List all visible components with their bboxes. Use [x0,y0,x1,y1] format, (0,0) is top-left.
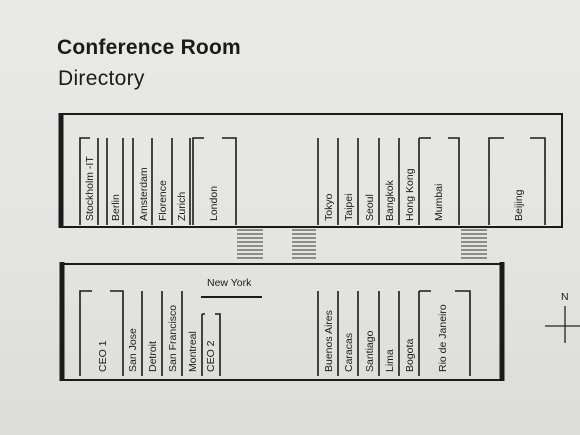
room-label-detroit: Detroit [147,341,159,372]
room-label-montreal: Montreal [187,331,199,372]
room-buenosaires-caracas-outline [317,291,359,376]
room-mumbai-outline [419,137,460,225]
room-label-rio-de-janeiro: Rio de Janeiro [437,304,449,372]
room-tokyo-taipei-outline [317,138,359,225]
room-florence-zurich-outline [171,138,191,225]
lower-room-labels: CEO 1 San Jose Detroit San Francisco Mon… [97,277,449,372]
room-label-zurich: Zurich [176,192,188,221]
room-label-taipei: Taipei [343,194,355,221]
room-beijing-outline [488,137,546,225]
room-label-lima: Lima [384,349,396,372]
room-sanjose-detroit-outline [141,291,183,376]
compass-icon: N [545,291,580,343]
room-label-beijing: Beijing [513,189,525,221]
room-label-bogota: Bogota [404,339,416,372]
room-label-stockholm: Stockholm -IT [84,156,96,221]
room-label-buenos-aires: Buenos Aires [323,310,335,372]
room-berlin-outline [106,138,124,225]
directory-title: Conference Room [57,36,241,59]
room-stockholm-outline [79,137,99,225]
room-rio-outline [419,290,471,376]
stair-left [237,229,263,259]
compass-north-label: N [561,291,569,303]
room-label-san-jose: San Jose [127,328,139,372]
room-label-amsterdam: Amsterdam [138,167,150,221]
room-label-bangkok: Bangkok [384,179,396,221]
upper-room-labels: Stockholm -IT Berlin Amsterdam Florence … [84,156,525,221]
room-london-outline [192,137,237,225]
room-label-london: London [208,186,220,221]
room-label-mumbai: Mumbai [433,184,445,221]
room-label-caracas: Caracas [343,333,355,372]
room-label-san-francisco: San Francisco [167,305,179,372]
room-santiago-lima-outline [378,291,420,376]
room-ceo2-outline [201,313,221,376]
room-ceo1-outline [79,290,124,376]
stair-right [461,229,487,259]
stair-middle [292,229,316,259]
stairs [237,229,487,259]
room-label-ceo2: CEO 2 [205,340,217,372]
room-label-berlin: Berlin [110,194,122,221]
room-amsterdam-outline [132,138,153,225]
lower-wing [59,262,505,381]
area-label-new-york: New York [207,277,252,289]
room-label-ceo1: CEO 1 [97,340,109,372]
room-seoul-bangkok-outline [378,138,420,225]
directory-subtitle: Directory [58,67,145,90]
room-label-seoul: Seoul [364,194,376,221]
room-label-tokyo: Tokyo [323,193,335,221]
room-label-florence: Florence [157,180,169,221]
upper-wing [58,113,563,228]
room-label-hong-kong: Hong Kong [404,168,416,221]
room-label-santiago: Santiago [364,330,376,372]
